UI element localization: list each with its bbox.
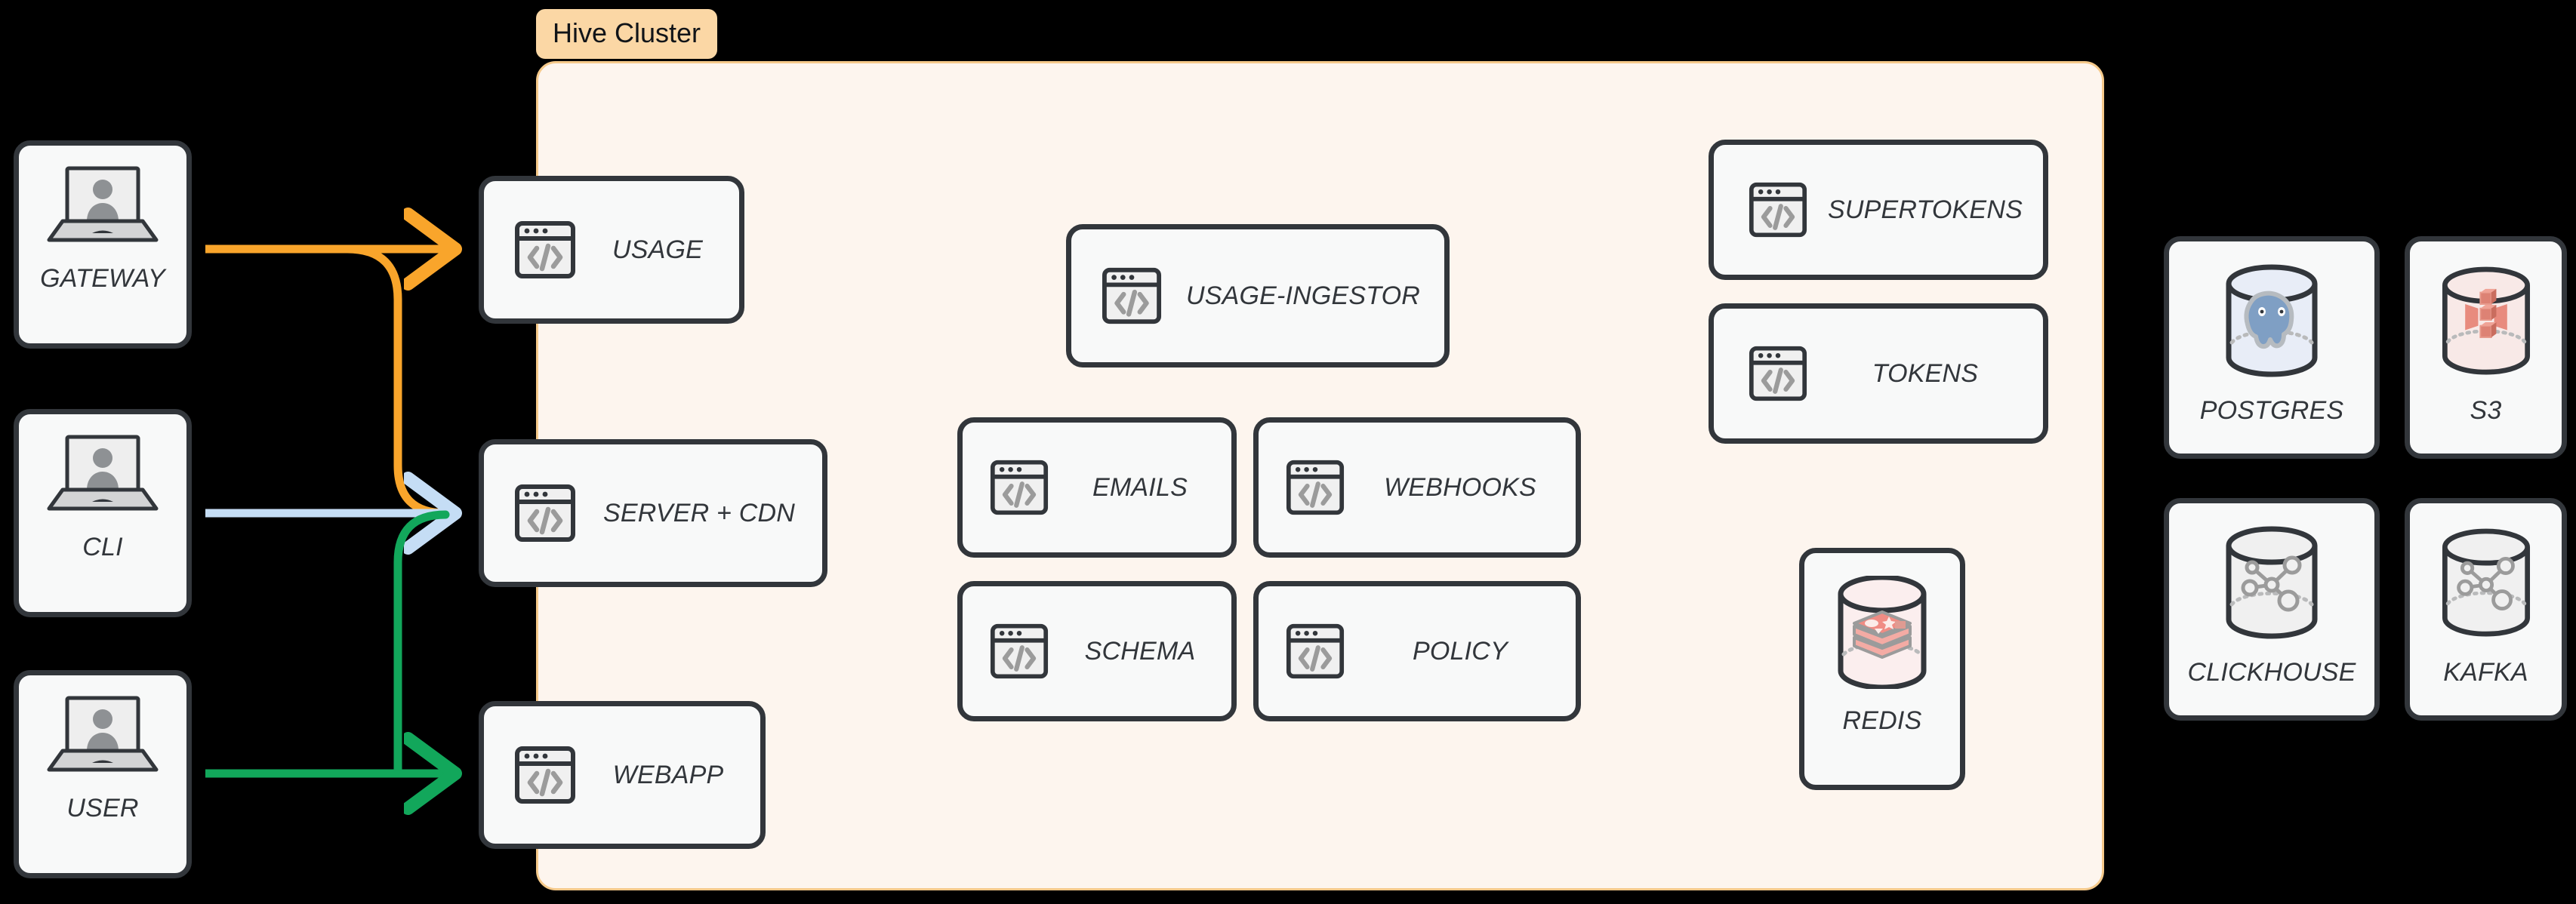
actor-label-gateway: GATEWAY (40, 264, 165, 293)
service-label-server-cdn: SERVER + CDN (602, 498, 795, 527)
kafka-cylinder-icon (2433, 526, 2539, 644)
datastore-card-redis[interactable]: REDIS (1799, 548, 1965, 790)
actor-card-user[interactable]: USER (14, 670, 192, 878)
hive-cluster-badge: Hive Cluster (536, 9, 718, 59)
clickhouse-cylinder-icon (2217, 526, 2327, 644)
postgres-cylinder-icon (2217, 264, 2327, 383)
code-window-icon (1286, 622, 1345, 681)
code-window-icon (1286, 458, 1345, 517)
service-card-webhooks[interactable]: WEBHOOKS (1253, 417, 1581, 558)
code-window-icon (1749, 180, 1807, 239)
actor-card-gateway[interactable]: GATEWAY (14, 140, 192, 349)
code-window-icon (514, 744, 576, 806)
s3-cylinder-icon (2433, 264, 2539, 383)
laptop-user-icon (46, 432, 159, 521)
service-label-schema: SCHEMA (1084, 636, 1196, 666)
service-card-server-cdn[interactable]: SERVER + CDN (479, 439, 827, 587)
service-label-webhooks: WEBHOOKS (1384, 472, 1536, 502)
datastore-card-postgres[interactable]: POSTGRES (2164, 236, 2380, 459)
edge-gateway-server-cdn (343, 244, 450, 518)
datastore-card-clickhouse[interactable]: CLICKHOUSE (2164, 498, 2380, 721)
service-card-usage[interactable]: USAGE (479, 176, 744, 324)
edge-user-server-cdn (393, 510, 450, 778)
service-card-webapp[interactable]: WEBAPP (479, 701, 766, 849)
actor-label-cli: CLI (82, 533, 123, 561)
service-label-usage: USAGE (612, 235, 704, 264)
datastore-label-clickhouse: CLICKHOUSE (2187, 658, 2356, 687)
service-card-usage-ingestor[interactable]: USAGE-INGESTOR (1066, 224, 1450, 367)
code-window-icon (990, 622, 1049, 681)
datastore-card-kafka[interactable]: KAFKA (2405, 498, 2567, 721)
service-label-webapp: WEBAPP (612, 760, 724, 789)
service-label-policy: POLICY (1413, 636, 1508, 666)
laptop-user-icon (46, 164, 159, 252)
service-card-tokens[interactable]: TOKENS (1709, 303, 2048, 444)
datastore-card-s3[interactable]: S3 (2405, 236, 2567, 459)
redis-cylinder-icon (1832, 574, 1933, 693)
datastore-label-postgres: POSTGRES (2199, 396, 2344, 425)
service-label-tokens: TOKENS (1872, 358, 1979, 388)
service-card-schema[interactable]: SCHEMA (957, 581, 1237, 721)
service-label-usage-ingestor: USAGE-INGESTOR (1185, 281, 1421, 310)
code-window-icon (1749, 344, 1807, 403)
code-window-icon (990, 458, 1049, 517)
service-card-policy[interactable]: POLICY (1253, 581, 1581, 721)
service-label-emails: EMAILS (1092, 472, 1188, 502)
datastore-label-redis: REDIS (1842, 706, 1922, 735)
datastore-label-s3: S3 (2470, 396, 2502, 425)
service-card-emails[interactable]: EMAILS (957, 417, 1237, 558)
code-window-icon (1102, 266, 1162, 326)
code-window-icon (514, 482, 576, 544)
service-card-supertokens[interactable]: SUPERTOKENS (1709, 140, 2048, 280)
service-label-supertokens: SUPERTOKENS (1828, 195, 2023, 224)
code-window-icon (514, 219, 576, 281)
laptop-user-icon (46, 693, 159, 782)
actor-card-cli[interactable]: CLI (14, 409, 192, 617)
datastore-label-kafka: KAFKA (2443, 658, 2528, 687)
actor-label-user: USER (66, 794, 139, 823)
